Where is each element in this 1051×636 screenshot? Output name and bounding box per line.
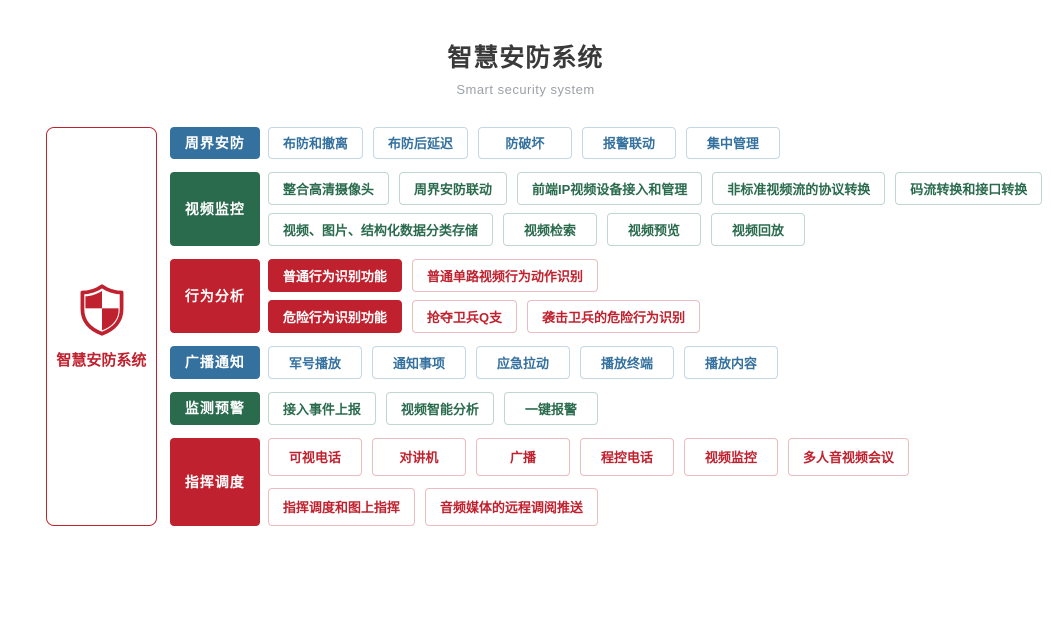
feature-row: 可视电话对讲机广播程控电话视频监控多人音视频会议 <box>268 437 910 476</box>
feature-row: 军号播放通知事项应急拉动播放终端播放内容 <box>268 345 778 379</box>
root-label: 智慧安防系统 <box>56 352 147 370</box>
feature-box: 广播 <box>476 437 570 476</box>
feature-box: 通知事项 <box>372 345 466 379</box>
group-monitoring-warning: 监测预警接入事件上报视频智能分析一键报警 <box>170 391 1042 425</box>
feature-box: 周界安防联动 <box>399 171 508 205</box>
feature-rows: 军号播放通知事项应急拉动播放终端播放内容 <box>268 345 778 379</box>
feature-box: 报警联动 <box>582 126 677 159</box>
shield-icon <box>80 284 123 336</box>
page-subtitle: Smart security system <box>456 81 595 97</box>
feature-box: 接入事件上报 <box>268 391 377 425</box>
feature-rows: 可视电话对讲机广播程控电话视频监控多人音视频会议指挥调度和图上指挥音频媒体的远程… <box>268 437 910 526</box>
feature-box: 非标准视频流的协议转换 <box>712 171 886 205</box>
feature-box: 抢夺卫兵Q支 <box>412 299 518 333</box>
feature-box: 程控电话 <box>580 437 674 476</box>
feature-box: 音频媒体的远程调阅推送 <box>425 487 599 526</box>
feature-box: 防破坏 <box>478 126 573 159</box>
feature-row: 接入事件上报视频智能分析一键报警 <box>268 391 599 425</box>
feature-box: 布防和撤离 <box>268 126 364 159</box>
feature-rows: 整合高清摄像头周界安防联动前端IP视频设备接入和管理非标准视频流的协议转换码流转… <box>268 171 1043 246</box>
group-video-surveillance: 视频监控整合高清摄像头周界安防联动前端IP视频设备接入和管理非标准视频流的协议转… <box>170 171 1043 246</box>
group-broadcast-notice: 广播通知军号播放通知事项应急拉动播放终端播放内容 <box>170 345 1042 379</box>
smart-security-diagram: 智慧安防系统 Smart security system 智慧安防系统 周界安防… <box>0 0 1051 526</box>
feature-box: 视频、图片、结构化数据分类存储 <box>268 212 494 246</box>
category-perimeter-security: 周界安防 <box>170 126 260 159</box>
feature-box: 视频预览 <box>607 212 702 246</box>
category-command-dispatch: 指挥调度 <box>170 437 260 526</box>
feature-box: 普通行为识别功能 <box>268 258 403 292</box>
feature-row: 布防和撤离布防后延迟防破坏报警联动集中管理 <box>268 126 781 159</box>
feature-box: 指挥调度和图上指挥 <box>268 487 416 526</box>
category-groups: 周界安防布防和撤离布防后延迟防破坏报警联动集中管理视频监控整合高清摄像头周界安防… <box>170 126 1043 526</box>
feature-row: 整合高清摄像头周界安防联动前端IP视频设备接入和管理非标准视频流的协议转换码流转… <box>268 171 1043 205</box>
group-command-dispatch: 指挥调度可视电话对讲机广播程控电话视频监控多人音视频会议指挥调度和图上指挥音频媒… <box>170 437 1042 526</box>
feature-box: 集中管理 <box>686 126 781 159</box>
group-behavior-analysis: 行为分析普通行为识别功能普通单路视频行为动作识别危险行为识别功能抢夺卫兵Q支袭击… <box>170 258 1042 333</box>
feature-box: 视频回放 <box>711 212 806 246</box>
feature-box: 播放内容 <box>684 345 778 379</box>
page-header: 智慧安防系统 Smart security system <box>0 0 1051 97</box>
feature-box: 视频智能分析 <box>386 391 495 425</box>
feature-box: 对讲机 <box>372 437 466 476</box>
feature-box: 普通单路视频行为动作识别 <box>412 258 599 292</box>
feature-rows: 布防和撤离布防后延迟防破坏报警联动集中管理 <box>268 126 781 159</box>
feature-rows: 普通行为识别功能普通单路视频行为动作识别危险行为识别功能抢夺卫兵Q支袭击卫兵的危… <box>268 258 701 333</box>
feature-box: 视频监控 <box>684 437 778 476</box>
feature-box: 前端IP视频设备接入和管理 <box>517 171 703 205</box>
feature-box: 播放终端 <box>580 345 674 379</box>
feature-box: 一键报警 <box>504 391 599 425</box>
feature-box: 可视电话 <box>268 437 362 476</box>
feature-box: 军号播放 <box>268 345 362 379</box>
feature-box: 整合高清摄像头 <box>268 171 390 205</box>
feature-row: 指挥调度和图上指挥音频媒体的远程调阅推送 <box>268 487 909 526</box>
category-video-surveillance: 视频监控 <box>170 171 260 246</box>
feature-box: 视频检索 <box>503 212 598 246</box>
feature-box: 危险行为识别功能 <box>268 299 403 333</box>
category-behavior-analysis: 行为分析 <box>170 258 260 333</box>
category-broadcast-notice: 广播通知 <box>170 345 260 379</box>
feature-box: 布防后延迟 <box>373 126 469 159</box>
root-node: 智慧安防系统 <box>46 126 157 526</box>
feature-box: 多人音视频会议 <box>788 437 910 476</box>
category-monitoring-warning: 监测预警 <box>170 391 260 425</box>
feature-row: 视频、图片、结构化数据分类存储视频检索视频预览视频回放 <box>268 212 1042 246</box>
feature-box: 码流转换和接口转换 <box>895 171 1043 205</box>
diagram-body: 智慧安防系统 周界安防布防和撤离布防后延迟防破坏报警联动集中管理视频监控整合高清… <box>0 126 1051 526</box>
feature-box: 袭击卫兵的危险行为识别 <box>527 299 701 333</box>
feature-row: 普通行为识别功能普通单路视频行为动作识别 <box>268 258 700 292</box>
feature-rows: 接入事件上报视频智能分析一键报警 <box>268 391 599 425</box>
page-title: 智慧安防系统 <box>447 44 604 72</box>
group-perimeter-security: 周界安防布防和撤离布防后延迟防破坏报警联动集中管理 <box>170 126 1042 159</box>
feature-box: 应急拉动 <box>476 345 570 379</box>
feature-row: 危险行为识别功能抢夺卫兵Q支袭击卫兵的危险行为识别 <box>268 299 701 333</box>
